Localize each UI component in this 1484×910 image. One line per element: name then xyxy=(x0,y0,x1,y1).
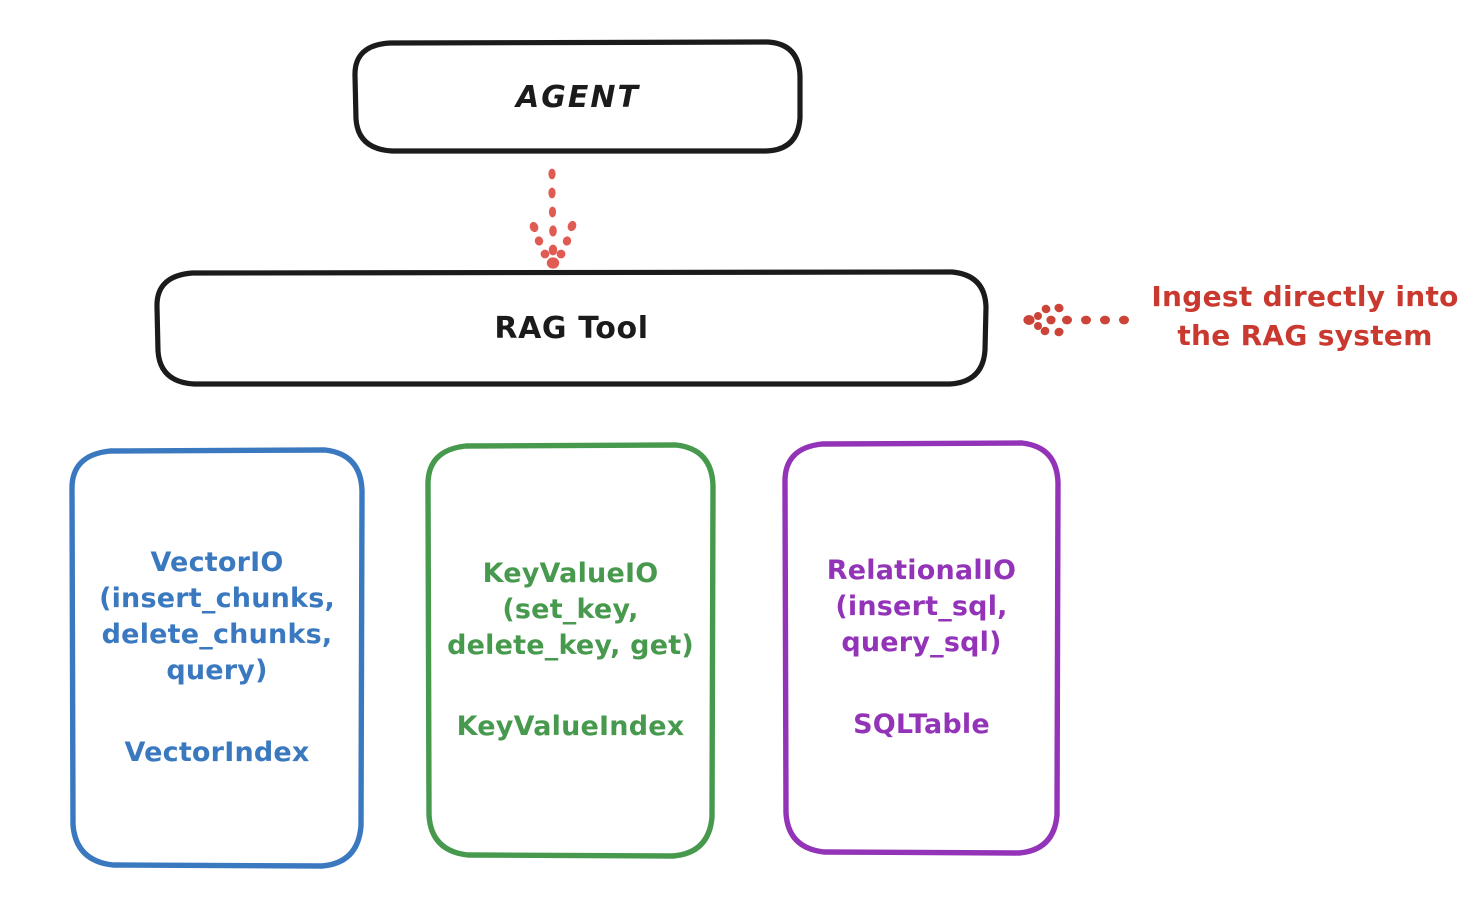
ingest-to-rag-connector xyxy=(1023,303,1129,337)
vector-io-box-outline[interactable] xyxy=(69,447,365,869)
key-value-io-box-outline[interactable] xyxy=(425,442,716,859)
agent-box-outline[interactable] xyxy=(352,39,803,154)
rag-tool-box-outline[interactable] xyxy=(154,269,989,387)
ingest-annotation-label: Ingest directly into the RAG system xyxy=(1151,280,1459,352)
relational-io-box-outline[interactable] xyxy=(782,440,1061,856)
agent-to-rag-connector xyxy=(529,168,577,269)
